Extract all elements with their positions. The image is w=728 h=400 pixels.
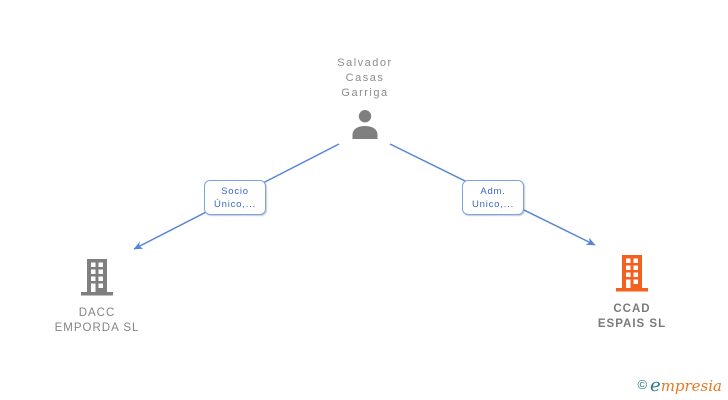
person-name: Salvador Casas Garriga (305, 56, 425, 101)
person-node[interactable]: Salvador Casas Garriga (305, 56, 425, 144)
company-name-line: DACC (78, 307, 116, 319)
company-name: CCAD ESPAIS SL (562, 302, 702, 332)
edge-label-line: Socio (221, 185, 249, 197)
edge-label-line: Adm. (480, 185, 506, 197)
company-name-line: CCAD (613, 303, 651, 315)
company-name-line: EMPORDA SL (54, 322, 140, 334)
person-name-line: Salvador (337, 57, 393, 69)
brand-name: mpresia (660, 377, 722, 395)
company-node-ccad-espais[interactable]: CCAD ESPAIS SL (562, 252, 702, 332)
person-name-line: Garriga (341, 87, 389, 99)
edge-label-line: Único,... (213, 198, 257, 210)
brand-initial: e (650, 375, 661, 396)
edge-label-line: Unico,... (471, 198, 515, 210)
person-name-line: Casas (345, 72, 385, 84)
copyright-icon: © (637, 377, 648, 392)
person-icon (305, 109, 425, 144)
company-node-dacc-emporda[interactable]: DACC EMPORDA SL (27, 256, 167, 336)
company-name: DACC EMPORDA SL (27, 306, 167, 336)
company-name-line: ESPAIS SL (597, 318, 667, 330)
empresia-logo[interactable]: ©empresia (637, 375, 722, 396)
building-icon (27, 256, 167, 301)
edge-label-adm-unico[interactable]: Adm. Unico,... (462, 180, 524, 215)
edge-label-socio-unico[interactable]: Socio Único,... (204, 180, 266, 215)
building-icon (562, 252, 702, 297)
